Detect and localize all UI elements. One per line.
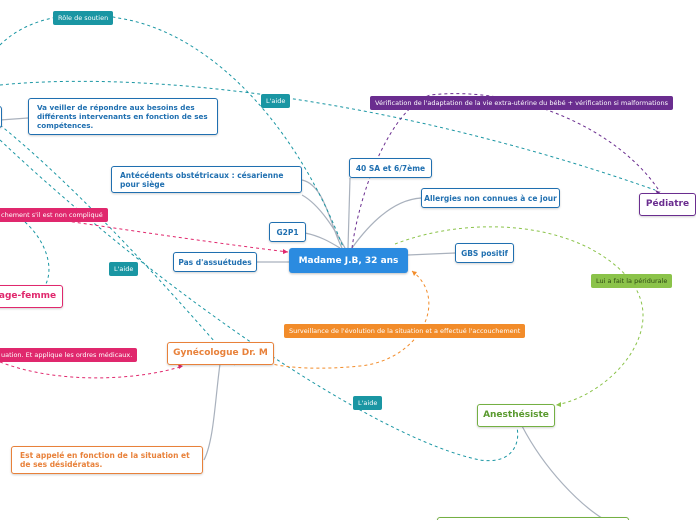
node-left-edge[interactable] xyxy=(0,106,2,128)
node-bottom-edge[interactable] xyxy=(437,517,629,520)
connector-veiller xyxy=(0,117,29,121)
relation-role-soutien xyxy=(0,14,344,248)
connector-40sa xyxy=(347,177,351,249)
node-sage-femme[interactable]: age-femme xyxy=(0,285,63,308)
connector-gbs xyxy=(407,252,456,256)
node-veiller[interactable]: Va veiller de répondre aux besoins des d… xyxy=(28,98,218,135)
relation-surveillance xyxy=(271,270,430,369)
label-aide-mid[interactable]: L'aide xyxy=(109,262,139,276)
arrowhead-surveillance xyxy=(412,271,417,276)
arrowhead-anesth xyxy=(556,402,561,407)
label-peridurale[interactable]: Lui a fait la péridurale xyxy=(591,274,673,288)
relation-peridurale xyxy=(394,226,644,406)
label-aide-bottom[interactable]: L'aide xyxy=(353,396,383,410)
node-gynecologue[interactable]: Gynécologue Dr. M xyxy=(167,342,274,365)
node-40-sa[interactable]: 40 SA et 6/7ème xyxy=(349,158,432,178)
node-anesthesiste[interactable]: Anesthésiste xyxy=(477,404,555,427)
connector-antecedents xyxy=(301,179,343,249)
relation-accouchement xyxy=(59,219,289,253)
node-appele[interactable]: Est appelé en fonction de la situation e… xyxy=(11,446,203,474)
relation-ordres xyxy=(0,361,184,379)
node-pas-assuetudes[interactable]: Pas d'assuétudes xyxy=(173,252,257,272)
relation-aide-mid xyxy=(0,124,236,366)
connector-anesthesiste xyxy=(521,425,606,520)
node-gbs[interactable]: GBS positif xyxy=(455,243,514,263)
relation-verification xyxy=(351,93,661,249)
label-ordres[interactable]: uation. Et applique les ordres médicaux. xyxy=(0,348,138,362)
node-antecedents[interactable]: Antécédents obstétricaux : césarienne po… xyxy=(111,166,302,193)
label-aide-top[interactable]: L'aide xyxy=(261,94,291,108)
label-role-soutien[interactable]: Rôle de soutien xyxy=(53,11,114,25)
arrowhead-gyneco xyxy=(178,364,183,369)
central-topic-title: Madame J.B, 32 ans xyxy=(298,255,399,266)
connector-antecedents-2 xyxy=(301,194,346,249)
node-g2p1[interactable]: G2P1 xyxy=(269,222,306,242)
label-verification[interactable]: Vérification de l'adaptation de la vie e… xyxy=(370,96,674,110)
node-allergies[interactable]: Allergies non connues à ce jour xyxy=(421,188,560,208)
arrowhead-central xyxy=(283,249,288,254)
connector-g2p1 xyxy=(304,232,341,249)
label-accouchement[interactable]: chement s'il est non compliqué xyxy=(0,208,108,222)
node-pediatre[interactable]: Pédiatre xyxy=(639,193,696,216)
connector-allergies xyxy=(351,197,422,249)
relation-aide-bottom xyxy=(0,139,519,462)
relation-accouchement-2 xyxy=(24,221,50,291)
connector-gynecologue xyxy=(203,363,221,461)
label-surveillance[interactable]: Surveillance de l'évolution de la situat… xyxy=(284,324,526,338)
central-topic[interactable]: Madame J.B, 32 ans xyxy=(289,248,408,273)
